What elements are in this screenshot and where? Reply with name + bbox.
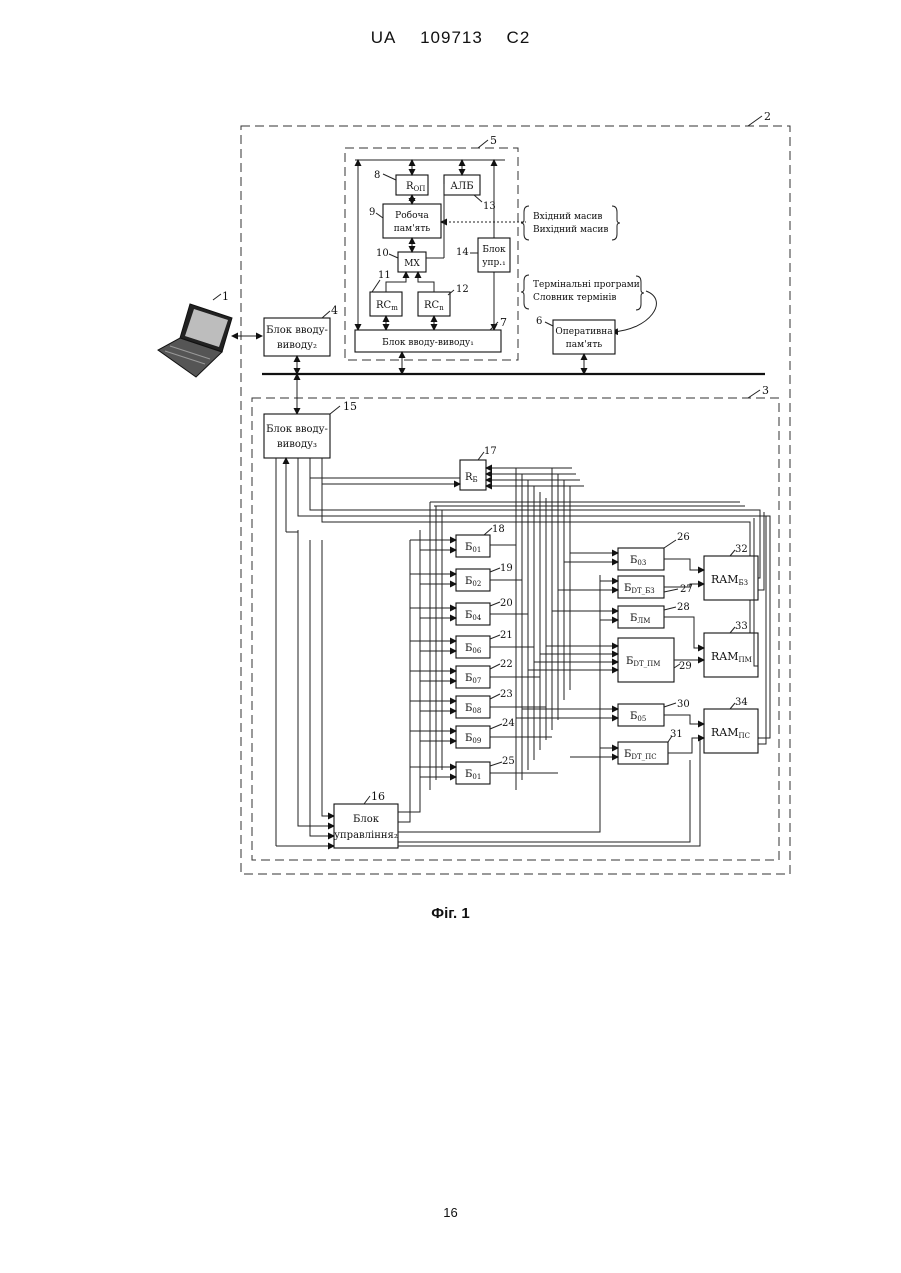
right-block-inputs — [516, 553, 618, 760]
ref-1: 1 — [222, 290, 229, 303]
figure-caption: Фіг. 1 — [0, 905, 901, 922]
ref-10: 10 — [376, 248, 389, 259]
control-block-1-label-2: упр.₁ — [482, 258, 506, 268]
ref-2: 2 — [764, 110, 771, 123]
term-dictionary-label: Словник термінів — [533, 293, 616, 303]
laptop-icon — [158, 304, 232, 377]
io-block-3-label-1: Блок вводу- — [266, 424, 328, 435]
middle-block-inputs — [410, 540, 456, 777]
ref-5: 5 — [490, 134, 497, 147]
ref-22: 22 — [500, 659, 513, 670]
io-block-2-label-2: виводу₂ — [277, 340, 317, 351]
ref-3: 3 — [762, 384, 769, 397]
ref-8: 8 — [374, 170, 380, 181]
io-block-1-label: Блок вводу-виводу₁ — [382, 338, 474, 348]
ref-6: 6 — [536, 316, 542, 327]
control-block-2-label-1: Блок — [353, 814, 380, 825]
input-array-label: Вхідний масив — [533, 212, 602, 222]
terminal-programs-label: Термінальні програми — [533, 280, 640, 290]
ref-28: 28 — [677, 602, 690, 613]
ref-24: 24 — [502, 718, 515, 729]
ref-32: 32 — [735, 544, 748, 555]
ref-25: 25 — [502, 756, 515, 767]
ref-34: 34 — [735, 697, 748, 708]
ref-9: 9 — [369, 207, 375, 218]
ref-16: 16 — [371, 790, 385, 803]
ref-27: 27 — [680, 584, 693, 595]
ref-17: 17 — [484, 446, 497, 457]
ram-block-6-label-1: Оперативна — [555, 327, 613, 337]
work-memory-label-1: Робоча — [395, 210, 429, 221]
block-column-right: Б03 26 БDT_БЗ 27 БЛМ 28 БDT_ПМ 29 Б05 30… — [618, 532, 693, 764]
io-block-3 — [264, 414, 330, 458]
ram-column: RAMБЗ 32 RAMПМ 33 RAMПС 34 — [704, 544, 758, 753]
ref-19: 19 — [500, 563, 513, 574]
ref-11: 11 — [378, 270, 391, 281]
block-column-middle: Б01 18 Б02 19 Б04 20 Б06 21 Б07 22 Б08 2… — [456, 524, 515, 784]
ref-15: 15 — [343, 400, 357, 413]
control-block-1-label-1: Блок — [482, 245, 506, 255]
multiplexer-label: MX — [404, 259, 420, 269]
io-block-3-label-2: виводу₃ — [277, 439, 317, 450]
ref-26: 26 — [677, 532, 690, 543]
io-block-2-label-1: Блок вводу- — [266, 325, 328, 336]
ref-31: 31 — [670, 729, 683, 740]
output-array-label: Вихідний масив — [533, 225, 608, 235]
ref-23: 23 — [500, 689, 513, 700]
ref-14: 14 — [456, 247, 469, 258]
ref-7: 7 — [500, 316, 507, 329]
ref-13: 13 — [483, 201, 496, 212]
ref-18: 18 — [492, 524, 505, 535]
ref-30: 30 — [677, 699, 690, 710]
ref-4: 4 — [331, 304, 338, 317]
ref-29: 29 — [679, 661, 692, 672]
work-memory-label-2: пам'ять — [394, 224, 430, 234]
ram-block-6-label-2: пам'ять — [566, 340, 602, 350]
ref-21: 21 — [500, 630, 513, 641]
ref-12: 12 — [456, 284, 469, 295]
control-block-2-label-2: управління₂ — [334, 830, 398, 841]
page-number: 16 — [0, 1205, 901, 1220]
control-block-2 — [334, 804, 398, 848]
ref-33: 33 — [735, 621, 748, 632]
alu-label: АЛБ — [450, 181, 473, 192]
register-b — [460, 460, 486, 490]
ref-20: 20 — [500, 598, 513, 609]
